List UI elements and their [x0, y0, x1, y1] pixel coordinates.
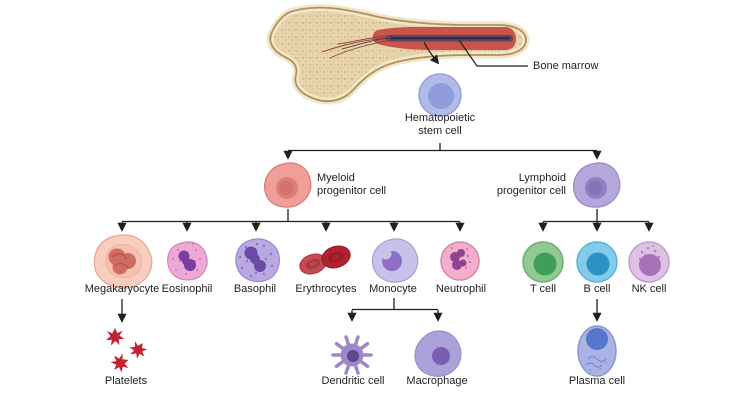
stem-cell-label: Hematopoietic stem cell	[404, 112, 476, 137]
eosinophil-icon	[167, 241, 208, 281]
t-cell-label: T cell	[529, 283, 557, 295]
connector-lines	[117, 143, 654, 323]
bone-marrow-label: Bone marrow	[533, 60, 599, 72]
bone-marrow-cavity	[372, 26, 516, 50]
monocyte-icon	[371, 238, 419, 283]
hematopoietic-stem-cell-icon	[418, 73, 462, 117]
b-cell-icon	[576, 241, 618, 283]
lymphoid-progenitor-icon	[572, 162, 621, 208]
erythrocytes-icon	[299, 245, 351, 275]
eosinophil-label: Eosinophil	[161, 283, 213, 295]
bone-to-stem-arrow	[423, 41, 440, 65]
bone-marrow-leader-line	[458, 39, 528, 67]
dendritic-cell-label: Dendritic cell	[321, 375, 385, 387]
nk-cell-icon	[628, 241, 670, 283]
myeloid-progenitor-icon	[263, 162, 312, 208]
erythrocytes-label: Erythrocytes	[295, 283, 357, 295]
neutrophil-icon	[440, 241, 480, 281]
platelets-label: Platelets	[104, 375, 148, 387]
neutrophil-label: Neutrophil	[435, 283, 487, 295]
megakaryocyte-label: Megakaryocyte	[84, 283, 160, 295]
dendritic-cell-icon	[331, 335, 373, 375]
macrophage-label: Macrophage	[406, 375, 468, 387]
t-cell-icon	[522, 241, 564, 283]
basophil-icon	[235, 238, 280, 283]
nk-cell-label: NK cell	[631, 283, 667, 295]
b-cell-label: B cell	[583, 283, 611, 295]
platelets-icon	[106, 328, 151, 375]
basophil-label: Basophil	[233, 283, 277, 295]
myeloid-label: Myeloid progenitor cell	[317, 172, 387, 197]
megakaryocyte-icon	[93, 234, 153, 289]
lymphoid-label: Lymphoid progenitor cell	[496, 172, 566, 197]
macrophage-icon	[414, 330, 462, 377]
plasma-cell-label: Plasma cell	[568, 375, 626, 387]
bone-icon	[266, 4, 530, 105]
monocyte-label: Monocyte	[369, 283, 417, 295]
blood-vessels	[321, 35, 389, 59]
plasma-cell-icon	[577, 325, 617, 377]
